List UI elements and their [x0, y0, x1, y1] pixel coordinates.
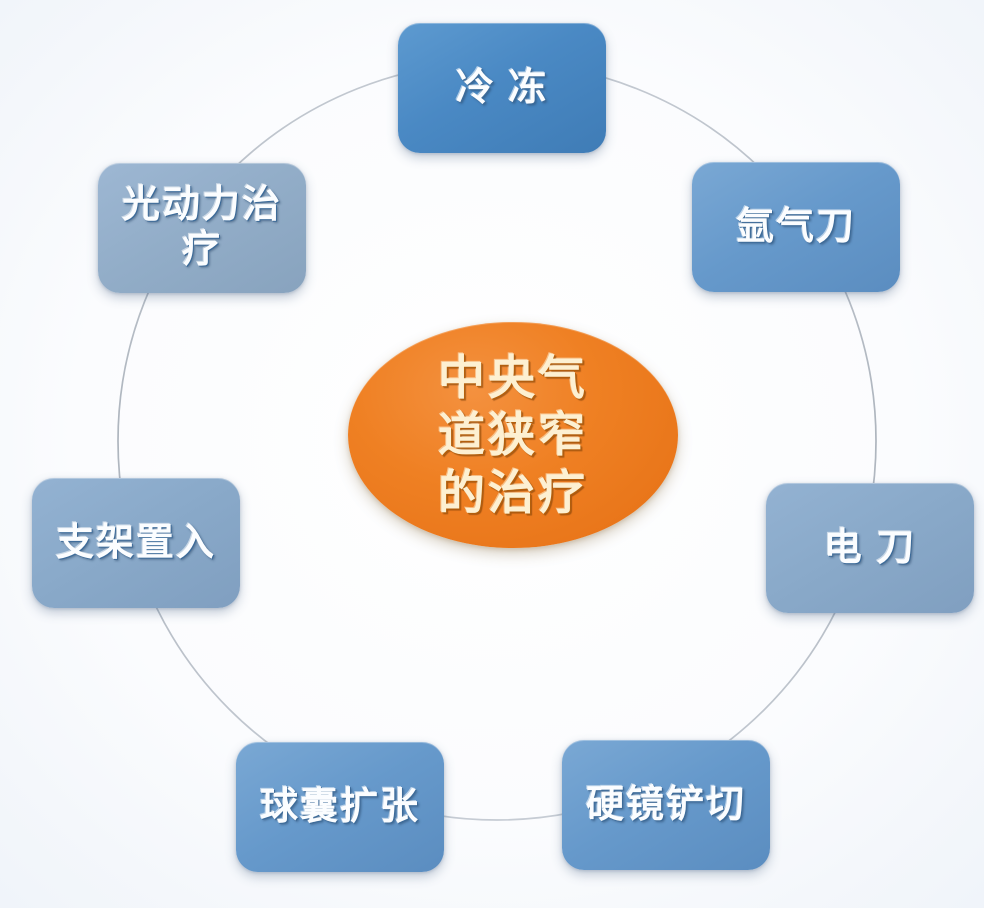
- center-node[interactable]: 中央气 道狭窄 的治疗: [348, 322, 678, 548]
- node-pdt-label: 光动力治 疗: [121, 184, 282, 271]
- node-stent-label: 支架置入: [55, 521, 216, 564]
- node-pdt[interactable]: 光动力治 疗: [98, 163, 306, 293]
- center-node-label: 中央气 道狭窄 的治疗: [438, 351, 588, 519]
- node-cryo[interactable]: 冷 冻: [398, 23, 606, 153]
- node-balloon-label: 球囊扩张: [259, 785, 420, 828]
- node-cryo-label: 冷 冻: [455, 66, 549, 109]
- node-electro[interactable]: 电 刀: [766, 483, 974, 613]
- node-rigid[interactable]: 硬镜铲切: [562, 740, 770, 870]
- node-stent[interactable]: 支架置入: [32, 478, 240, 608]
- node-electro-label: 电 刀: [823, 526, 917, 569]
- node-argon[interactable]: 氩气刀: [692, 162, 900, 292]
- node-rigid-label: 硬镜铲切: [585, 783, 746, 826]
- node-argon-label: 氩气刀: [735, 205, 856, 248]
- node-balloon[interactable]: 球囊扩张: [236, 742, 444, 872]
